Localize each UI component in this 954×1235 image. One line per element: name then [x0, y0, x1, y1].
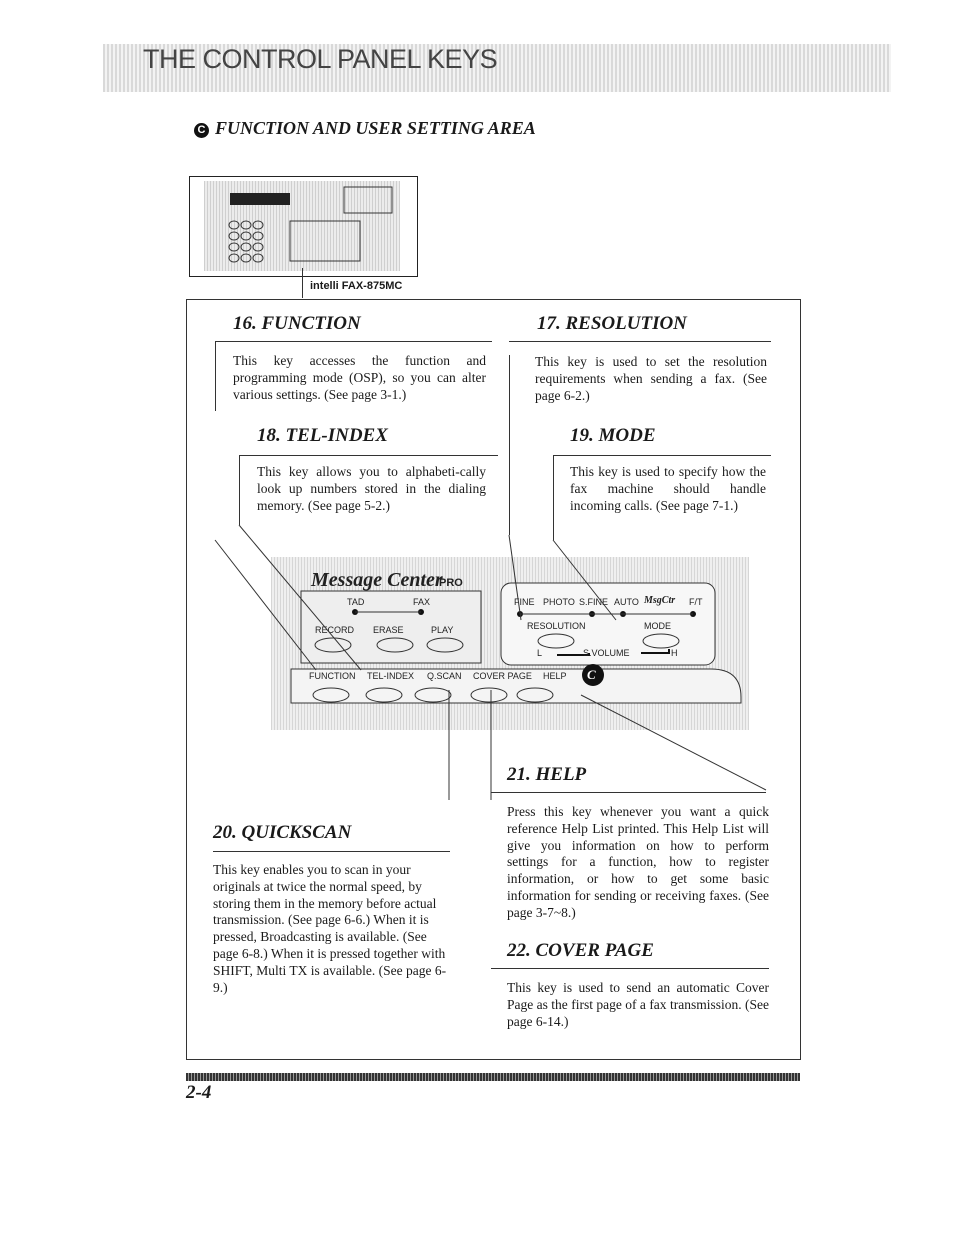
vrule-resolution [509, 355, 510, 535]
panel-brand: Message Center [311, 569, 443, 591]
heading-resolution: 17. RESOLUTION [537, 313, 687, 334]
control-panel-illustration: Message Center PRO TAD FAX RECORD ERASE … [271, 557, 749, 730]
rule-function [215, 341, 492, 342]
badge-c-icon: C [587, 667, 596, 682]
heading-cover-page: 22. COVER PAGE [507, 940, 654, 961]
text-tel-index: This key allows you to alphabeti-cally l… [257, 464, 486, 513]
label-svolume: S.VOLUME [583, 648, 630, 658]
page-header-title: THE CONTROL PANEL KEYS [143, 44, 498, 74]
rule-tel-index [239, 455, 498, 456]
label-record: RECORD [315, 625, 355, 635]
label-qscan-key: Q.SCAN [427, 671, 462, 681]
heading-help: 21. HELP [507, 764, 587, 785]
rule-quickscan [213, 851, 450, 852]
heading-mode: 19. MODE [570, 425, 656, 446]
label-mode: MODE [644, 621, 671, 631]
rule-resolution [509, 341, 771, 342]
heading-quickscan: 20. QUICKSCAN [213, 822, 352, 843]
content-frame [186, 299, 801, 1060]
fax-keypad-icon [228, 186, 393, 263]
label-cover-page-key: COVER PAGE [473, 671, 532, 681]
model-label: intelli FAX-875MC [310, 280, 403, 292]
label-play: PLAY [431, 625, 454, 635]
text-help: Press this key whenever you want a quick… [507, 804, 769, 920]
label-function-key: FUNCTION [309, 671, 356, 681]
label-photo: PHOTO [543, 597, 575, 607]
text-cover-page: This key is used to send an automatic Co… [507, 980, 769, 1029]
thumbnail-leader-line [302, 268, 303, 298]
label-erase: ERASE [373, 625, 404, 635]
text-resolution: This key is used to set the resolution r… [535, 354, 767, 403]
label-help-key: HELP [543, 671, 567, 681]
text-quickscan: This key enables you to scan in your ori… [213, 862, 447, 995]
label-sfine: S.FINE [579, 597, 609, 607]
label-ft: F/T [689, 597, 703, 607]
section-title-text: FUNCTION AND USER SETTING AREA [215, 118, 536, 138]
label-volume-high: H [671, 648, 678, 658]
control-panel-outline-icon [290, 582, 742, 704]
rule-cover-page [491, 968, 769, 969]
page-number: 2-4 [186, 1082, 212, 1103]
text-mode: This key is used to specify how the fax … [570, 464, 766, 513]
label-fax: FAX [413, 597, 431, 607]
header-band [103, 44, 891, 92]
vrule-function [215, 341, 216, 411]
fax-machine-thumbnail [189, 176, 418, 277]
label-msgctr: MsgCtr [644, 595, 676, 606]
rule-help [491, 792, 766, 793]
label-volume-low: L [537, 648, 543, 658]
fax-machine-illustration [204, 181, 400, 271]
label-tel-index-key: TEL-INDEX [367, 671, 415, 681]
heading-function: 16. FUNCTION [233, 313, 361, 334]
heading-tel-index: 18. TEL-INDEX [257, 425, 388, 446]
vrule-tel-index [239, 455, 240, 525]
panel-brand-suffix: PRO [439, 577, 463, 589]
label-auto: AUTO [614, 597, 639, 607]
footer-bar [186, 1073, 800, 1081]
rule-mode [553, 455, 771, 456]
label-fine: FINE [514, 597, 535, 607]
leader-lines-icon [214, 524, 767, 800]
section-title: C FUNCTION AND USER SETTING AREA [194, 118, 536, 139]
label-tad: TAD [347, 597, 365, 607]
label-resolution: RESOLUTION [527, 621, 586, 631]
text-function: This key accesses the function and progr… [233, 353, 486, 402]
vrule-mode [553, 455, 554, 540]
section-marker-icon: C [194, 123, 209, 138]
